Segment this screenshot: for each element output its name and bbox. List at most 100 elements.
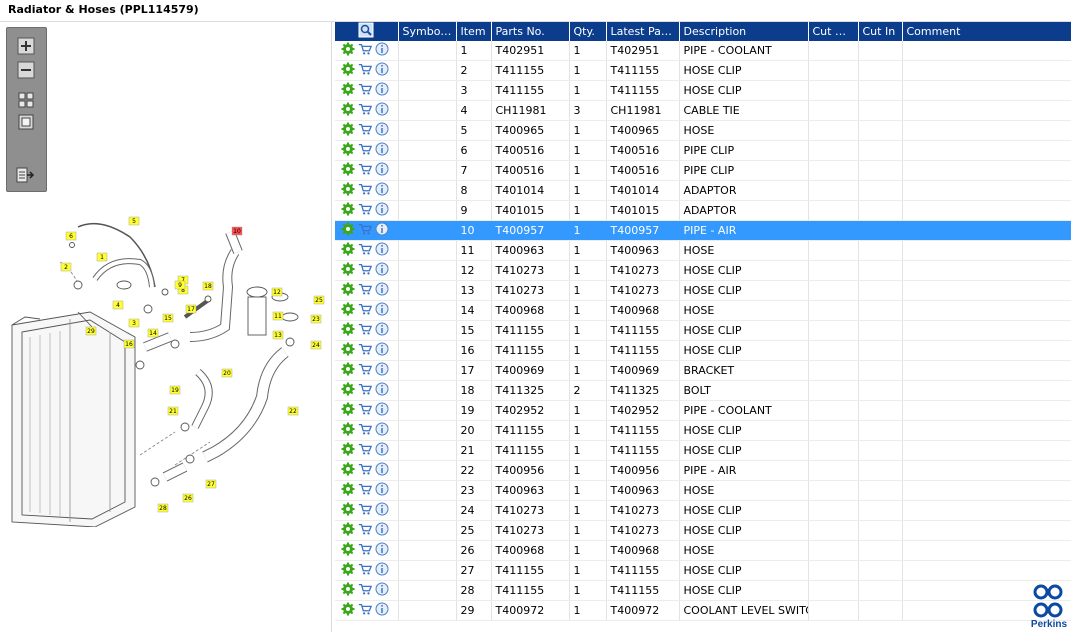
callout-9[interactable]: 9	[178, 282, 182, 289]
configure-button[interactable]	[341, 262, 355, 279]
zoom-in-button[interactable]	[14, 36, 38, 56]
callout-7[interactable]: 7	[181, 277, 185, 284]
part-info-button[interactable]	[375, 222, 389, 239]
part-info-button[interactable]	[375, 422, 389, 439]
configure-button[interactable]	[341, 222, 355, 239]
part-info-button[interactable]	[375, 62, 389, 79]
callout-22[interactable]: 22	[289, 408, 297, 415]
part-info-button[interactable]	[375, 282, 389, 299]
part-info-button[interactable]	[375, 102, 389, 119]
part-info-button[interactable]	[375, 202, 389, 219]
callout-4-box[interactable]	[112, 300, 124, 310]
callout-1[interactable]: 1	[100, 254, 104, 261]
callout-15[interactable]: 15	[164, 315, 172, 322]
part-info-button[interactable]	[375, 262, 389, 279]
add-to-cart-button[interactable]	[358, 222, 372, 239]
configure-button[interactable]	[341, 462, 355, 479]
callout-20[interactable]: 20	[223, 370, 231, 377]
callout-18-box[interactable]	[202, 281, 214, 291]
part-info-button[interactable]	[375, 442, 389, 459]
part-info-button[interactable]	[375, 142, 389, 159]
callout-17[interactable]: 17	[187, 306, 195, 313]
part-info-button[interactable]	[375, 42, 389, 59]
column-header-comment[interactable]: Comment	[902, 22, 1071, 41]
part-info-button[interactable]	[375, 182, 389, 199]
part-info-button[interactable]	[375, 602, 389, 619]
column-header-parts-no[interactable]: Parts No.	[491, 22, 570, 41]
callout-29[interactable]: 29	[87, 328, 95, 335]
callout-9-box[interactable]	[174, 280, 186, 290]
part-info-button[interactable]	[375, 382, 389, 399]
part-info-button[interactable]	[375, 562, 389, 579]
add-to-cart-button[interactable]	[358, 582, 372, 599]
add-to-cart-button[interactable]	[358, 42, 372, 59]
configure-button[interactable]	[341, 242, 355, 259]
callout-4[interactable]: 4	[116, 302, 120, 309]
part-info-button[interactable]	[375, 302, 389, 319]
part-info-button[interactable]	[375, 122, 389, 139]
callout-25-box[interactable]	[313, 295, 325, 305]
callout-6-box[interactable]	[65, 231, 77, 241]
add-to-cart-button[interactable]	[358, 362, 372, 379]
add-to-cart-button[interactable]	[358, 262, 372, 279]
configure-button[interactable]	[341, 362, 355, 379]
add-to-cart-button[interactable]	[358, 462, 372, 479]
configure-button[interactable]	[341, 402, 355, 419]
part-info-button[interactable]	[375, 462, 389, 479]
configure-button[interactable]	[341, 202, 355, 219]
callout-12[interactable]: 12	[273, 289, 281, 296]
column-header-item[interactable]: Item	[456, 22, 492, 41]
add-to-cart-button[interactable]	[358, 162, 372, 179]
add-to-cart-button[interactable]	[358, 442, 372, 459]
part-info-button[interactable]	[375, 582, 389, 599]
part-info-button[interactable]	[375, 522, 389, 539]
callout-15-box[interactable]	[162, 313, 174, 323]
add-to-cart-button[interactable]	[358, 602, 372, 619]
configure-button[interactable]	[341, 542, 355, 559]
callout-14-box[interactable]	[147, 328, 159, 338]
callout-6[interactable]: 6	[69, 233, 73, 240]
callout-13-box[interactable]	[272, 330, 284, 340]
part-info-button[interactable]	[375, 402, 389, 419]
callout-22-box[interactable]	[287, 406, 299, 416]
column-header-cut-in[interactable]: Cut In	[858, 22, 903, 41]
add-to-cart-button[interactable]	[358, 422, 372, 439]
search-column-header[interactable]	[335, 22, 399, 41]
part-info-button[interactable]	[375, 542, 389, 559]
callout-27[interactable]: 27	[207, 481, 215, 488]
callout-2[interactable]: 2	[64, 264, 68, 271]
add-to-cart-button[interactable]	[358, 122, 372, 139]
configure-button[interactable]	[341, 342, 355, 359]
add-to-cart-button[interactable]	[358, 482, 372, 499]
part-info-button[interactable]	[375, 242, 389, 259]
configure-button[interactable]	[341, 282, 355, 299]
configure-button[interactable]	[341, 162, 355, 179]
part-info-button[interactable]	[375, 82, 389, 99]
callout-11[interactable]: 11	[274, 313, 282, 320]
configure-button[interactable]	[341, 322, 355, 339]
configure-button[interactable]	[341, 122, 355, 139]
grid-view-button[interactable]	[14, 90, 38, 110]
configure-button[interactable]	[341, 42, 355, 59]
zoom-out-button[interactable]	[14, 60, 38, 80]
callout-10-box[interactable]	[231, 226, 243, 236]
callout-24-box[interactable]	[310, 340, 322, 350]
add-to-cart-button[interactable]	[358, 182, 372, 199]
